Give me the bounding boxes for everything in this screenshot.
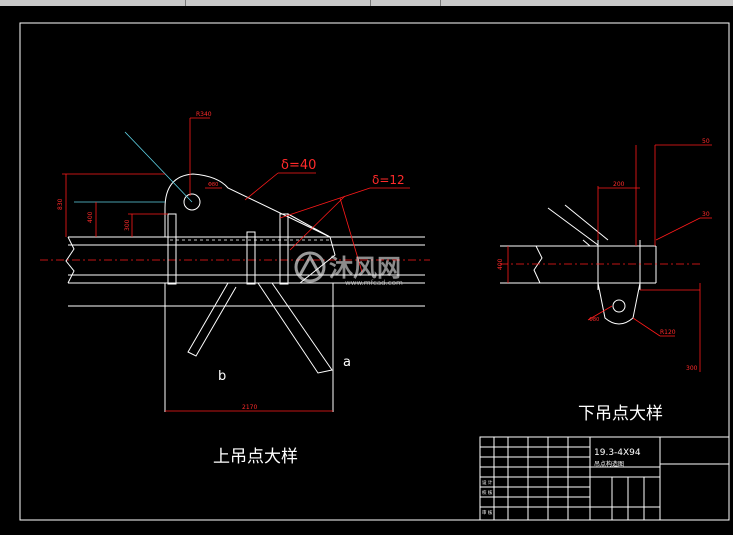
tb-row-label: 设 计 bbox=[482, 479, 493, 486]
plate-thickness-main: δ=40 bbox=[281, 158, 316, 173]
break-line-left bbox=[65, 236, 75, 284]
title-bar-divider bbox=[370, 0, 371, 6]
brace-a bbox=[257, 282, 333, 374]
title-block: 19.3-4X94 吊点构造图 设 计 校 核 审 核 bbox=[479, 436, 730, 521]
tb-row-label: 校 核 bbox=[482, 489, 493, 496]
lower-brace-end bbox=[582, 239, 591, 247]
lower-break-line bbox=[533, 245, 543, 284]
dim-height-mid: 400 bbox=[87, 211, 94, 223]
dim-lower-radius: R120 bbox=[660, 329, 676, 336]
dim-lower-hole: Φ80 bbox=[589, 317, 599, 323]
watermark-logo-icon bbox=[294, 251, 326, 283]
plate-thickness-side: δ=12 bbox=[372, 173, 405, 187]
lower-hanging-hole bbox=[612, 299, 626, 313]
label-a: a bbox=[343, 355, 351, 370]
dim-radius-top: R340 bbox=[196, 111, 212, 118]
upper-detail: R340 Φ80 830 400 300 2170 δ=40 δ=12 b a … bbox=[40, 111, 430, 467]
lower-brace bbox=[547, 204, 609, 246]
title-bar-divider bbox=[440, 0, 441, 6]
dim-hole: Φ80 bbox=[208, 182, 218, 188]
leader-thick-main bbox=[244, 172, 279, 201]
dim-lower-offset-top: 50 bbox=[702, 138, 710, 145]
lower-detail: 200 50 30 400 Φ80 R120 300 下吊点大样 bbox=[497, 138, 712, 424]
watermark: 沐风网 www.mfcad.com bbox=[294, 251, 403, 287]
dim-height-inner: 300 bbox=[124, 219, 131, 231]
hanging-hole bbox=[183, 193, 201, 211]
dim-lower-height-right: 300 bbox=[686, 365, 698, 372]
leader-lower-radius bbox=[632, 317, 661, 337]
stiffener-mid bbox=[246, 231, 256, 285]
watermark-url: www.mfcad.com bbox=[345, 279, 403, 287]
leader-lower-hole bbox=[587, 305, 613, 321]
dim-width-bottom: 2170 bbox=[242, 404, 257, 411]
stiffener-left bbox=[167, 213, 177, 285]
lower-hanger-lug bbox=[597, 282, 641, 325]
dim-lower-offset-right: 30 bbox=[702, 211, 710, 218]
leader-thick-side-3 bbox=[289, 195, 346, 251]
label-b: b bbox=[218, 369, 226, 384]
leader-thick-side-1 bbox=[279, 187, 371, 219]
dim-lower-height-left: 400 bbox=[497, 258, 504, 270]
brace-b bbox=[187, 282, 237, 357]
title-bar bbox=[0, 0, 733, 6]
tb-drawing-name: 吊点构造图 bbox=[594, 460, 624, 468]
leader-thick-side-2 bbox=[339, 197, 363, 273]
side-plate bbox=[287, 213, 336, 284]
diagonal-centerline bbox=[124, 131, 193, 203]
tb-row-label: 审 核 bbox=[482, 509, 493, 516]
dim-height-outer: 830 bbox=[57, 198, 64, 210]
upper-detail-title: 上吊点大样 bbox=[213, 447, 298, 467]
watermark-brand: 沐风网 bbox=[329, 254, 401, 282]
stiffener-right bbox=[279, 213, 289, 285]
dim-lower-width-top: 200 bbox=[613, 181, 625, 188]
lower-detail-title: 下吊点大样 bbox=[578, 404, 663, 424]
tb-project-code: 19.3-4X94 bbox=[594, 448, 641, 458]
drawing-frame bbox=[19, 22, 730, 521]
leader-30 bbox=[655, 217, 701, 241]
gusset-plate bbox=[164, 173, 331, 238]
title-bar-divider bbox=[185, 0, 186, 6]
title-block-frame bbox=[479, 436, 730, 521]
